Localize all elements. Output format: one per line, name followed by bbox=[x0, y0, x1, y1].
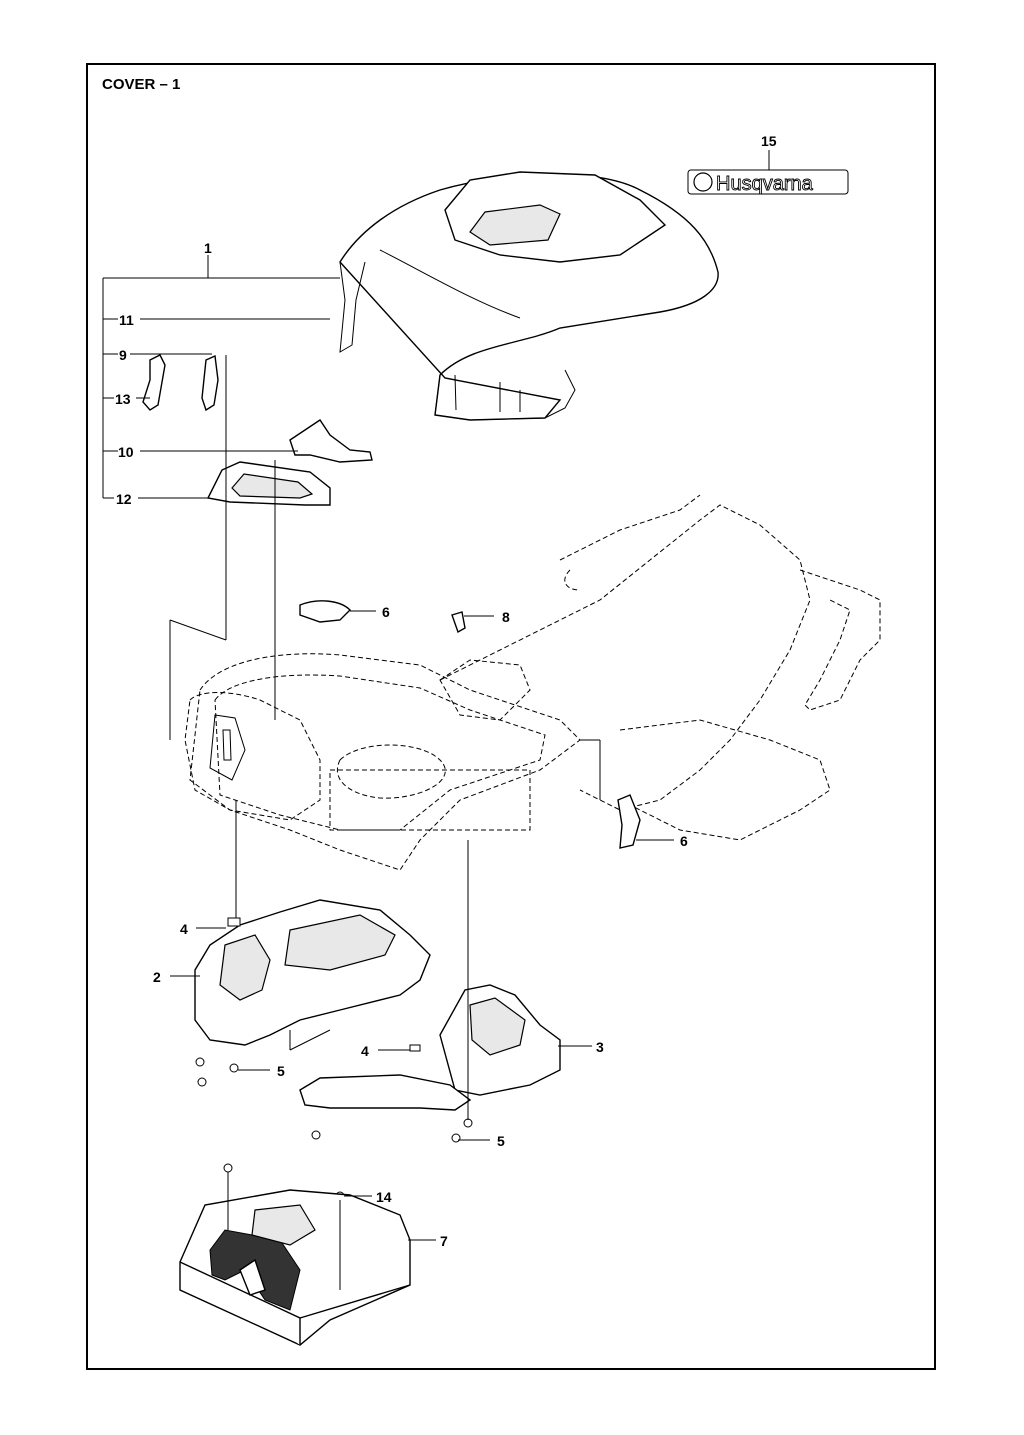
clip-part-8 bbox=[451, 611, 466, 634]
leader-lines bbox=[102, 255, 674, 1290]
callout-5-left: 5 bbox=[277, 1063, 285, 1079]
logo-text: Husqvarna bbox=[716, 173, 814, 195]
trim-part-12 bbox=[206, 461, 331, 506]
diagram-frame bbox=[86, 63, 936, 1370]
bracket-part-9 bbox=[201, 354, 219, 412]
chassis-frame bbox=[189, 494, 881, 871]
husqvarna-logo: Husqvarna bbox=[687, 150, 849, 195]
callout-15: 15 bbox=[761, 133, 777, 149]
callout-5-right: 5 bbox=[497, 1133, 505, 1149]
lower-cover-part-2 bbox=[194, 899, 431, 1046]
cap-part-6-top bbox=[299, 600, 351, 623]
callout-6-top: 6 bbox=[382, 604, 390, 620]
callout-3: 3 bbox=[596, 1039, 604, 1055]
page-title: COVER – 1 bbox=[102, 76, 181, 93]
callout-7: 7 bbox=[440, 1233, 448, 1249]
lower-cover-part-3 bbox=[299, 984, 561, 1111]
callout-6-right: 6 bbox=[680, 833, 688, 849]
callout-14: 14 bbox=[376, 1189, 392, 1205]
callout-12: 12 bbox=[116, 491, 132, 507]
seat-box-part-7 bbox=[179, 1189, 411, 1346]
bracket-part-10 bbox=[289, 419, 373, 463]
bracket-part-13 bbox=[142, 354, 166, 411]
hood-cover bbox=[339, 171, 719, 421]
callout-13: 13 bbox=[115, 391, 131, 407]
callout-10: 10 bbox=[118, 444, 134, 460]
callout-9: 9 bbox=[119, 347, 127, 363]
callout-4-left: 4 bbox=[180, 921, 188, 937]
callout-4-right: 4 bbox=[361, 1043, 369, 1059]
callout-2: 2 bbox=[153, 969, 161, 985]
callout-11: 11 bbox=[119, 312, 134, 328]
callout-1: 1 bbox=[204, 240, 212, 256]
front-grille-face bbox=[184, 692, 321, 821]
cap-part-6-right bbox=[617, 794, 641, 849]
callout-8: 8 bbox=[502, 609, 510, 625]
